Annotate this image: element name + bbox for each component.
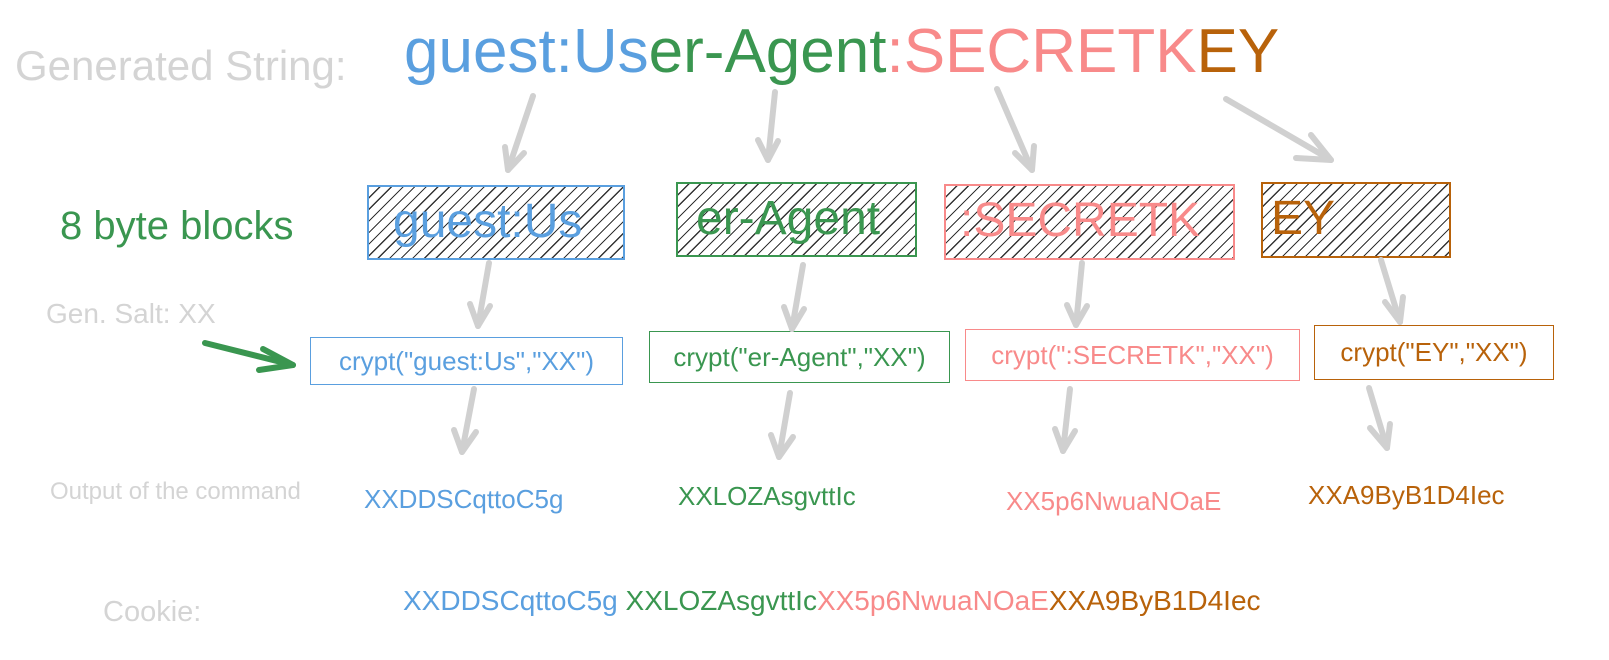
cookie-value: XXDDSCqttoC5g XXLOZAsgvttIcXX5p6NwuaNOaE…	[403, 585, 1261, 617]
cookie-label: Cookie:	[103, 596, 202, 628]
arrow-crypt-4-to-output	[1366, 385, 1393, 451]
arrow-string-to-block-3	[994, 86, 1037, 173]
byte-block-3: :SECRETK	[944, 184, 1235, 260]
generated-string: guest:User-Agent:SECRETKEY	[404, 17, 1280, 86]
generated-string-part-2: er-Agent	[648, 17, 887, 86]
byte-block-1-text: guest:Us	[393, 194, 583, 248]
cookie-part-2: XXLOZAsgvttIc	[625, 585, 817, 616]
byte-block-2: er-Agent	[676, 182, 917, 257]
gen-salt-label: Gen. Salt: XX	[46, 298, 216, 329]
arrow-block-3-to-crypt	[1064, 260, 1090, 328]
output-2: XXLOZAsgvttIc	[678, 481, 856, 511]
crypt-call-3: crypt(":SECRETK","XX")	[965, 329, 1300, 381]
arrow-block-2-to-crypt	[781, 262, 807, 332]
byte-block-2-text: er-Agent	[696, 191, 881, 245]
output-1: XXDDSCqttoC5g	[364, 484, 564, 514]
byte-blocks-label: 8 byte blocks	[60, 204, 294, 248]
byte-block-3-text: :SECRETK	[960, 194, 1201, 248]
arrow-string-to-block-2	[755, 89, 781, 163]
cookie-part-4: XXA9ByB1D4Iec	[1048, 585, 1261, 616]
cookie-part-1: XXDDSCqttoC5g	[403, 585, 618, 616]
output-4: XXA9ByB1D4Iec	[1308, 480, 1505, 510]
arrow-block-4-to-crypt	[1378, 257, 1406, 325]
crypt-call-2: crypt("er-Agent","XX")	[649, 331, 950, 383]
generated-string-label: Generated String:	[15, 42, 347, 89]
byte-block-4: EY	[1261, 182, 1451, 258]
arrow-string-to-block-1	[502, 93, 536, 173]
output-3: XX5p6NwuaNOaE	[1006, 486, 1222, 516]
generated-string-part-3: :SECRETK	[886, 17, 1197, 86]
crypt-call-1: crypt("guest:Us","XX")	[310, 337, 623, 385]
generated-string-part-4: EY	[1196, 17, 1280, 86]
salt-arrow	[202, 340, 296, 373]
arrow-block-1-to-crypt	[467, 260, 493, 329]
cookie-part-3: XX5p6NwuaNOaE	[816, 585, 1049, 616]
arrow-crypt-3-to-output	[1052, 386, 1078, 454]
arrow-crypt-1-to-output	[451, 386, 479, 455]
generated-string-part-1: guest:Us	[404, 17, 649, 86]
crypt-call-4: crypt("EY","XX")	[1314, 325, 1554, 380]
byte-block-1: guest:Us	[367, 185, 625, 260]
arrow-crypt-2-to-output	[768, 390, 796, 460]
arrow-string-to-block-4	[1223, 96, 1334, 163]
byte-block-4-text: EY	[1271, 192, 1336, 246]
output-of-command-label: Output of the command	[50, 478, 301, 505]
